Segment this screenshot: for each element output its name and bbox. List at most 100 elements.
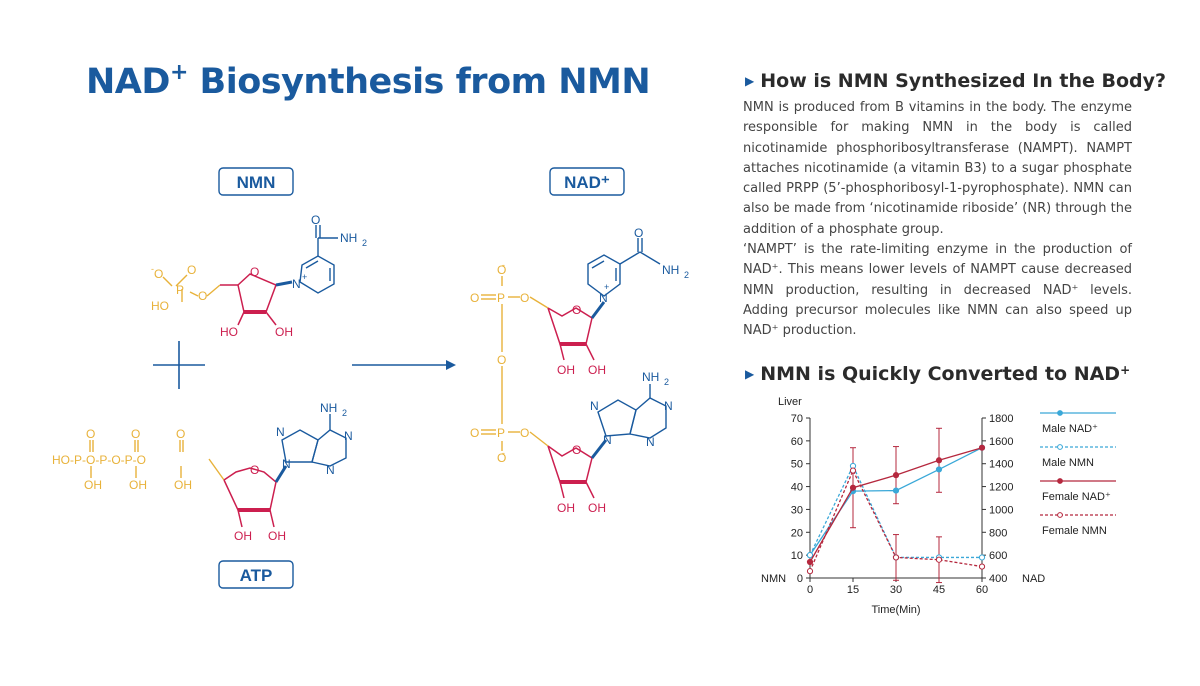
svg-text:2: 2 [664,377,669,387]
svg-text:N: N [282,457,291,471]
data-point [935,457,943,464]
svg-text:P: P [497,291,505,305]
svg-text:+: + [604,282,609,292]
legend-label: Male NMN [1042,457,1094,469]
svg-text:N: N [599,291,608,305]
y-left-tick-label: 30 [791,504,803,516]
svg-text:NH: NH [340,231,357,245]
y-right-tick-label: 1000 [989,504,1013,516]
svg-text:ATP: ATP [240,566,273,585]
data-point [892,472,900,479]
data-point [935,556,943,563]
svg-text:O: O [520,291,529,305]
svg-text:O: O [131,427,140,441]
legend-marker [1057,444,1063,450]
chart-xlabel: Time(Min) [871,604,920,616]
legend-marker [1057,512,1063,518]
svg-text:O: O [250,265,259,279]
arrow-right-icon [352,360,456,370]
nad-label: NAD⁺ [549,167,625,196]
svg-text:P: P [497,426,505,440]
legend-marker [1057,478,1063,484]
svg-text:OH: OH [557,501,575,515]
data-point [892,487,900,494]
svg-text:OH: OH [84,478,102,492]
svg-text:NAD⁺: NAD⁺ [564,173,610,192]
section-heading-synthesis: ▶How is NMN Synthesized In the Body? [745,70,1167,92]
data-point [806,568,814,575]
data-point [978,554,986,561]
svg-text:NH: NH [662,263,679,277]
svg-text:O: O [311,213,320,227]
svg-text:NH: NH [320,401,337,415]
svg-text:O: O [250,463,259,477]
svg-text:-: - [502,448,505,458]
x-tick-label: 45 [933,584,945,596]
data-point [978,444,986,451]
svg-text:O: O [520,426,529,440]
svg-text:O: O [470,426,479,440]
section-heading-conversion: ▶NMN is Quickly Converted to NAD+ [745,363,1131,385]
svg-text:HO: HO [220,325,238,339]
nmn-label: NMN [218,167,294,196]
y-left-tick-label: 40 [791,482,803,494]
svg-text:N: N [603,433,612,447]
y-right-tick-label: 1400 [989,459,1013,471]
svg-text:N: N [326,463,335,477]
data-point [849,467,857,474]
y-left-tick-label: 50 [791,459,803,471]
svg-text:OH: OH [588,363,606,377]
svg-text:N: N [646,435,655,449]
svg-text:N: N [276,425,285,439]
y-left-tick-label: 60 [791,436,803,448]
page-title: NAD+ Biosynthesis from NMN [86,60,651,102]
y-right-tick-label: 1200 [989,482,1013,494]
data-point [978,563,986,570]
data-point [806,552,814,559]
nmn-molecule: P O O - HO O O HO OH [151,213,367,339]
legend-label: Male NAD⁺ [1042,423,1098,435]
y-right-tick-label: 800 [989,527,1007,539]
svg-text:HO: HO [151,299,169,313]
svg-text:OH: OH [174,478,192,492]
svg-text:OH: OH [588,501,606,515]
y-right-tick-label: 1800 [989,413,1013,425]
legend-label: Female NAD⁺ [1042,491,1111,503]
chart-ylabel-right: NAD [1022,573,1045,585]
description-paragraph-2: ‘NAMPT’ is the rate-limiting enzyme in t… [743,242,1132,339]
data-point [806,558,814,566]
x-tick-label: 60 [976,584,988,596]
svg-text:O: O [86,427,95,441]
svg-text:OH: OH [275,325,293,339]
y-right-tick-label: 1600 [989,436,1013,448]
svg-text:OH: OH [557,363,575,377]
atp-molecule: HO-P-O-P-O-P-O O O O OH OH OH O OH OH N [52,401,353,543]
biosynthesis-diagram: NMN NAD⁺ ATP P O O - HO [52,167,689,589]
legend-marker [1057,410,1063,416]
y-left-tick-label: 0 [797,573,803,585]
svg-text:N: N [590,399,599,413]
svg-text:OH: OH [129,478,147,492]
svg-text:OH: OH [268,529,286,543]
triangle-right-icon: ▶ [745,367,755,381]
svg-text:O: O [497,353,506,367]
y-right-tick-label: 600 [989,550,1007,562]
svg-text:2: 2 [362,238,367,248]
svg-text:OH: OH [234,529,252,543]
x-tick-label: 15 [847,584,859,596]
x-tick-label: 30 [890,584,902,596]
y-left-tick-label: 10 [791,550,803,562]
svg-text:HO-P-O-P-O-P-O: HO-P-O-P-O-P-O [52,453,146,467]
svg-text:N: N [664,399,673,413]
y-right-tick-label: 400 [989,573,1007,585]
svg-text:2: 2 [684,270,689,280]
chart-title: Liver [778,396,802,408]
liver-conversion-chart: Liver Time(Min) NMN NAD 0102030405060704… [761,396,1116,616]
svg-text:-: - [151,264,154,274]
data-point [892,554,900,561]
svg-text:O: O [572,443,581,457]
svg-text:O: O [572,303,581,317]
svg-text:O: O [187,263,196,277]
svg-text:O: O [634,226,643,240]
svg-text:P: P [176,283,184,297]
